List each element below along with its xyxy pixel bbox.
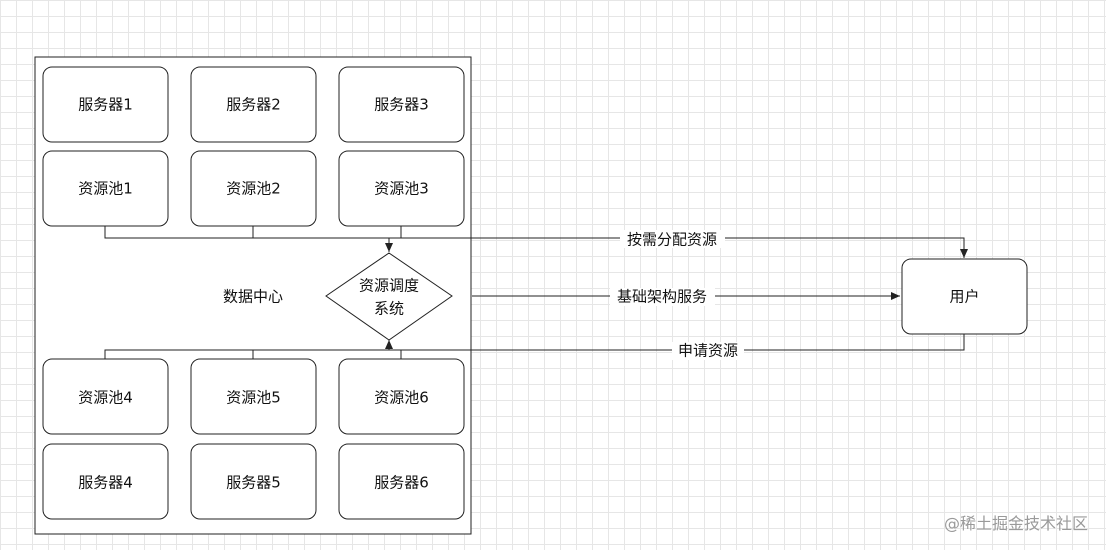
node-label: 服务器1: [78, 96, 133, 114]
server-node[interactable]: 服务器6: [338, 443, 465, 520]
edge-request-from-user: [401, 334, 965, 351]
resource-pool-node[interactable]: 资源池1: [42, 150, 169, 227]
node-label: 资源池5: [226, 389, 281, 407]
edge-allocate-to-user: [389, 237, 968, 258]
resource-pool-node[interactable]: 资源池5: [190, 358, 317, 435]
edge-label-allocate: 按需分配资源: [620, 230, 725, 249]
node-label: 服务器2: [226, 96, 281, 114]
node-label: 资源池1: [78, 180, 133, 198]
server-node[interactable]: 服务器2: [190, 66, 317, 143]
edge-label-infra: 基础架构服务: [610, 288, 715, 306]
node-label: 服务器6: [374, 474, 429, 492]
resource-pool-node[interactable]: 资源池3: [338, 150, 465, 227]
data-center-label: 数据中心: [223, 288, 283, 306]
resource-pool-node[interactable]: 资源池6: [338, 358, 465, 435]
node-label: 用户: [949, 288, 979, 306]
resource-pool-node[interactable]: 资源池2: [190, 150, 317, 227]
node-label: 资源池4: [78, 389, 133, 407]
edge-bottom-pools-to-scheduler: [104, 340, 402, 359]
node-label: 资源池6: [374, 389, 429, 407]
edge-top-pools-to-scheduler: [104, 226, 402, 252]
node-label: 服务器5: [226, 474, 281, 492]
scheduler-node[interactable]: 资源调度 系统: [325, 252, 453, 341]
server-node[interactable]: 服务器3: [338, 66, 465, 143]
server-node[interactable]: 服务器1: [42, 66, 169, 143]
svg-text:基础架构服务: 基础架构服务: [617, 288, 707, 306]
server-node[interactable]: 服务器5: [190, 443, 317, 520]
node-label: 资源池2: [226, 180, 281, 198]
resource-pool-node[interactable]: 资源池4: [42, 358, 169, 435]
svg-text:申请资源: 申请资源: [678, 342, 738, 360]
svg-text:按需分配资源: 按需分配资源: [627, 231, 717, 249]
edge-label-request: 申请资源: [672, 342, 744, 360]
node-label: 服务器4: [78, 474, 133, 492]
server-node[interactable]: 服务器4: [42, 443, 169, 520]
node-label: 资源池3: [374, 180, 429, 198]
scheduler-label-line2: 系统: [374, 300, 404, 318]
node-label: 服务器3: [374, 96, 429, 114]
user-node[interactable]: 用户: [901, 258, 1028, 335]
scheduler-label-line1: 资源调度: [359, 277, 419, 295]
watermark: @稀土掘金技术社区: [943, 514, 1088, 533]
